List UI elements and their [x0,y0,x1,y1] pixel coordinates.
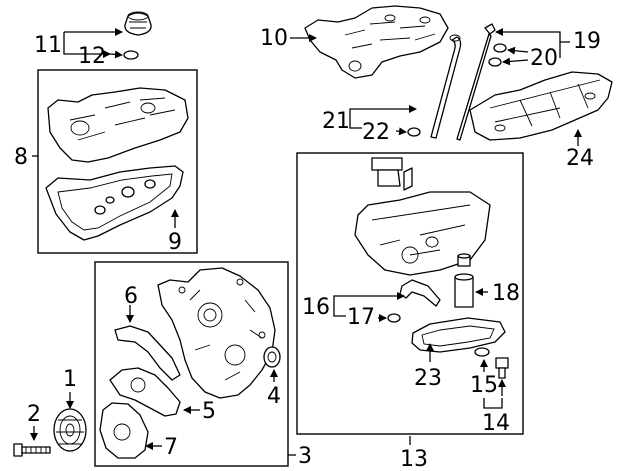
oil-filter-part [454,253,474,308]
valve-cover-part [47,87,189,163]
water-pump-part [109,367,181,417]
valve-cover-gasket-part [45,165,184,241]
crankshaft-seal-part [263,346,281,368]
drain-plug-seal-part [474,347,490,357]
oil-dipstick-part [456,23,496,141]
group-box-3 [94,261,289,467]
callout-10: 10 [260,26,288,51]
leader-lines [30,28,582,456]
callout-9: 9 [168,230,182,255]
cap-seal-part [123,50,139,60]
callout-8: 8 [14,145,28,170]
dipstick-seal-lower-part [488,57,502,67]
callout-3: 3 [298,444,312,469]
callout-1: 1 [63,367,77,392]
group-box-8 [37,69,198,254]
callout-17: 17 [347,305,375,330]
callout-11: 11 [34,33,62,58]
callout-15: 15 [470,373,498,398]
callout-20: 20 [530,46,558,71]
callout-22: 22 [362,120,390,145]
callout-6: 6 [124,284,138,309]
crankshaft-pulley-part [53,408,87,452]
callout-labels: 1 2 3 4 5 6 7 8 9 10 11 12 13 14 15 16 1… [14,26,601,471]
callout-24: 24 [566,146,594,171]
group-box-13 [296,152,524,435]
callout-13: 13 [400,447,428,471]
dipstick-seal-upper-part [493,43,507,53]
oil-pickup-tube-part [399,279,441,307]
callout-12: 12 [78,44,106,69]
dipstick-tube-part [430,36,462,139]
callout-21: 21 [322,109,350,134]
oil-pan-upper-part [354,157,491,276]
drain-plug-part [495,357,509,379]
callout-16: 16 [302,295,330,320]
callout-18: 18 [492,281,520,306]
callout-7: 7 [164,435,178,460]
callout-5: 5 [202,399,216,424]
timing-cover-gasket-part [114,325,181,381]
dipstick-tube-seal-part [407,127,421,137]
timing-cover-part [157,267,276,399]
pickup-tube-seal-part [387,313,401,323]
pulley-bolt-part [13,443,51,457]
intake-manifold-part [304,5,449,79]
oil-pan-part [469,71,613,141]
callout-4: 4 [267,384,281,409]
callout-14: 14 [482,411,510,436]
callout-19: 19 [573,29,601,54]
oil-pan-gasket-part [411,317,506,353]
water-pump-cover-part [99,402,149,459]
oil-filler-cap-part [124,11,152,36]
callout-2: 2 [27,402,41,427]
callout-23: 23 [414,366,442,391]
